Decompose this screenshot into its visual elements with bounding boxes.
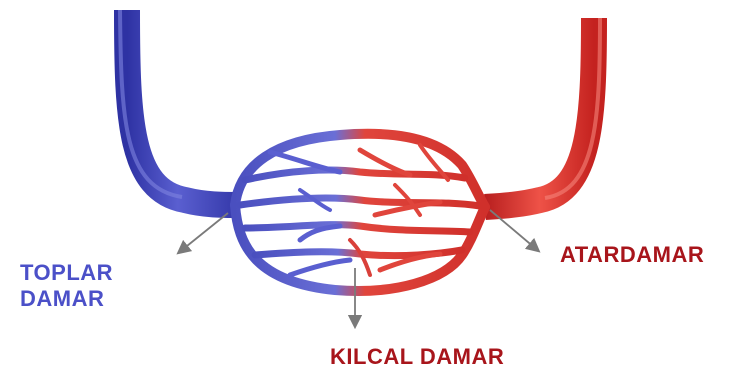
vein-vessel <box>120 10 240 205</box>
artery-label: ATARDAMAR <box>560 242 704 268</box>
vein-label-line-2: DAMAR <box>20 286 113 312</box>
vein-pointer-arrow <box>182 213 228 250</box>
capillary-label: KILCAL DAMAR <box>330 344 504 370</box>
vein-label-line-1: TOPLAR <box>20 260 113 286</box>
vein-label: TOPLAR DAMAR <box>20 260 113 312</box>
artery-vessel <box>485 18 600 207</box>
capillary-network <box>235 134 485 291</box>
